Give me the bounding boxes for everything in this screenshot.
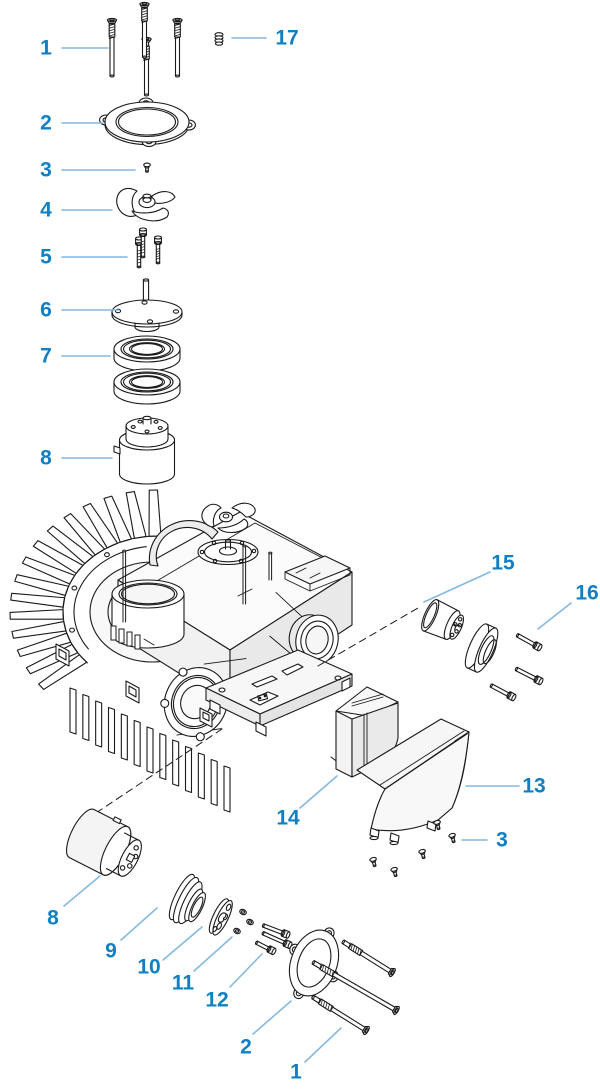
bolt [310,958,400,1015]
callout-label-14: 14 [276,807,300,830]
long-bolts [107,2,182,95]
small-screw [390,867,399,877]
callout-label-1: 1 [40,37,52,60]
small-screw [433,820,442,830]
leader-line [121,908,157,940]
gasket [100,98,196,147]
callout-label-8: 8 [40,447,52,470]
callout-label-9: 9 [105,940,117,963]
screw [136,237,143,268]
leader-line [194,937,232,971]
fan-screw [144,163,151,172]
fan-impeller [117,189,175,221]
pump-housing [10,490,352,812]
callout-label-17: 17 [275,27,298,50]
valve-cylinder [418,598,468,645]
callout-label-6: 6 [40,299,52,322]
callout-label-12: 12 [205,989,228,1012]
callout-label-10: 10 [137,956,160,979]
valve-screws [489,632,544,702]
leader-line [538,603,571,629]
washers [233,908,254,934]
leader-line [64,876,100,906]
small-screw [144,163,151,172]
callout-label-13: 13 [522,775,545,798]
screw [155,236,162,264]
washer [233,927,241,934]
valve-bearing [461,621,504,675]
screw [489,682,517,701]
callouts: 1 17 2 3 4 5 6 7 8 15 16 13 14 3 8 9 10 11 12 2 1 [40,27,599,1084]
screw [261,930,293,949]
callout-label-3: 3 [496,829,508,852]
bolt [310,993,370,1036]
callout-label-15: 15 [491,552,515,575]
leader-line [305,1028,341,1062]
cylinder-block-side [61,802,151,885]
callout-label-2: 2 [240,1036,252,1059]
screw [515,632,543,652]
ball-bearings [114,336,180,404]
callout-label-2: 2 [40,112,52,135]
leader-line [300,776,337,808]
comb-fins [70,688,230,812]
callout-label-16: 16 [575,582,598,605]
small-screw [448,833,457,843]
motor-screws [136,228,162,268]
leader-line [230,954,262,987]
leader-line [163,927,202,960]
screw [261,922,290,939]
spring [215,33,223,46]
callout-label-5: 5 [40,246,52,269]
base-plate [206,650,352,736]
washer [246,918,254,925]
small-screw [418,849,427,859]
washer [239,908,247,915]
fin-crown [10,490,161,689]
callout-label-7: 7 [40,345,52,368]
callout-label-11: 11 [172,972,195,995]
leader-line [253,1001,291,1034]
bolt [340,937,396,977]
bolt [173,18,182,76]
long-bolts-side [310,937,400,1035]
screw [140,228,147,258]
small-screw [369,857,378,867]
callout-label-4: 4 [40,199,52,222]
cover-large [357,719,469,845]
bearing-set [164,871,213,930]
cylinder-block-top [114,416,175,484]
clamp-screws [254,922,292,955]
callout-label-8: 8 [47,907,59,930]
leader-line [424,572,490,602]
screw [254,939,276,955]
callout-label-3: 3 [40,159,52,182]
callout-label-1: 1 [290,1061,302,1084]
shaft-flange [112,279,182,332]
cover-screws [369,820,457,877]
bolt [140,2,149,57]
screw [514,666,544,686]
flange-disc [206,897,236,938]
bolt [107,18,116,76]
